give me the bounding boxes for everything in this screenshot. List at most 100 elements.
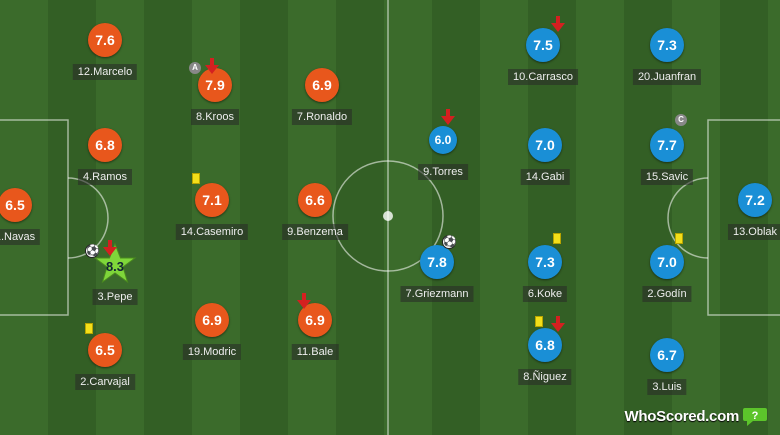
- number-separator: .: [0, 231, 4, 243]
- player-savic[interactable]: 7.7 15.Savic C: [607, 114, 727, 218]
- player-name: Marcelo: [93, 66, 133, 78]
- player-rating: 7.9: [198, 68, 232, 102]
- player-label: 7.Ronaldo: [291, 109, 353, 125]
- player-rating: 6.9: [298, 303, 332, 337]
- player-number: 13: [732, 226, 746, 238]
- number-separator: .: [90, 66, 94, 78]
- player-label: 4.Ramos: [77, 169, 133, 185]
- player-number: 11: [296, 346, 309, 358]
- player-name: Pepe: [106, 291, 133, 303]
- player-label: 8.Kroos: [191, 109, 239, 125]
- player-rating: 6.8: [88, 128, 122, 162]
- player-rating: 7.2: [738, 183, 772, 217]
- player-label: 19.Modric: [182, 344, 242, 360]
- player-rating: 8.3: [105, 258, 125, 274]
- player-ramos[interactable]: 6.8 4.Ramos: [45, 128, 165, 218]
- yellow-card-icon: [192, 173, 200, 184]
- player-rating: 7.8: [420, 245, 454, 279]
- player-label: 14.Casemiro: [175, 224, 249, 240]
- yellow-card-icon: [675, 233, 683, 244]
- player-label: 20.Juanfran: [632, 69, 702, 85]
- player-number: 9: [423, 166, 430, 178]
- player-number: 14: [180, 226, 194, 238]
- player-number: 15: [645, 171, 659, 183]
- yellow-card-icon: [553, 233, 561, 244]
- player-rating: 7.0: [650, 245, 684, 279]
- yellow-card-icon: [535, 316, 543, 327]
- number-separator: .: [658, 171, 662, 183]
- player-name: Casemiro: [196, 226, 244, 238]
- player-luis[interactable]: 6.7 3.Luis: [607, 338, 727, 428]
- player-name: Navas: [4, 231, 36, 243]
- player-label: 3.Pepe: [92, 289, 138, 305]
- player-name: Carrasco: [528, 71, 573, 83]
- goal-icon: ⚽: [442, 235, 457, 249]
- player-label: 11.Bale: [291, 344, 339, 360]
- number-separator: .: [653, 288, 657, 300]
- number-separator: .: [429, 166, 433, 178]
- player-modric[interactable]: 6.9 19.Modric: [152, 303, 272, 393]
- player-number: 3: [97, 291, 104, 303]
- player-label: 10.Carrasco: [508, 69, 578, 85]
- number-separator: .: [411, 288, 415, 300]
- sub-off-icon: [551, 16, 565, 32]
- player-number: 6: [527, 288, 534, 300]
- player-marcelo[interactable]: 7.6 12.Marcelo: [45, 23, 165, 113]
- player-number: 12: [77, 66, 91, 78]
- sub-off-icon: [297, 293, 311, 309]
- number-separator: .: [658, 381, 662, 393]
- player-rating: 7.6: [88, 23, 122, 57]
- number-separator: .: [89, 171, 93, 183]
- player-name: Oblak: [748, 226, 778, 238]
- player-rating: 7.7: [650, 128, 684, 162]
- player-torres[interactable]: 6.0 9.Torres: [383, 109, 503, 213]
- player-rating: 6.9: [305, 68, 339, 102]
- player-name: Bale: [311, 346, 334, 358]
- player-number: 4: [82, 171, 90, 183]
- player-number: 10: [513, 71, 526, 83]
- player-bale[interactable]: 6.9 11.Bale: [255, 293, 375, 393]
- player-number: 2: [647, 288, 654, 300]
- player-name: Carvajal: [89, 376, 130, 388]
- player-number: 8: [196, 111, 203, 123]
- player-rating: 6.8: [528, 328, 562, 362]
- player-label: 2.Godín: [642, 286, 692, 302]
- player-number: 9: [287, 226, 294, 238]
- yellow-card-icon: [85, 323, 93, 334]
- player-rating: 6.9: [195, 303, 229, 337]
- number-separator: .: [529, 371, 533, 383]
- brand-name: WhoScored.com: [624, 407, 740, 425]
- player-rating: 6.7: [650, 338, 684, 372]
- player-label: 6.Koke: [522, 286, 568, 302]
- player-name: Savic: [661, 171, 689, 183]
- player-name: Ronaldo: [306, 111, 348, 123]
- player-godín[interactable]: 7.0 2.Godín: [607, 233, 727, 335]
- whoscored-logo: WhoScored.com ?: [625, 405, 768, 427]
- player-name: Benzema: [296, 226, 343, 238]
- player-ronaldo[interactable]: 6.9 7.Ronaldo: [262, 68, 382, 158]
- player-label: 3.Luis: [647, 379, 687, 395]
- player-label: 12.Marcelo: [72, 64, 138, 80]
- player-name: Luis: [661, 381, 682, 393]
- sub-off-icon: [441, 109, 455, 125]
- player-number: 20: [637, 71, 651, 83]
- player-navas[interactable]: 6.51.Navas: [0, 188, 75, 278]
- player-rating: 6.0: [429, 126, 457, 154]
- captain-icon: C: [675, 114, 687, 126]
- player-number: 3: [652, 381, 659, 393]
- player-name: Torres: [432, 166, 463, 178]
- number-separator: .: [537, 171, 542, 183]
- player-label: 2.Carvajal: [75, 374, 135, 390]
